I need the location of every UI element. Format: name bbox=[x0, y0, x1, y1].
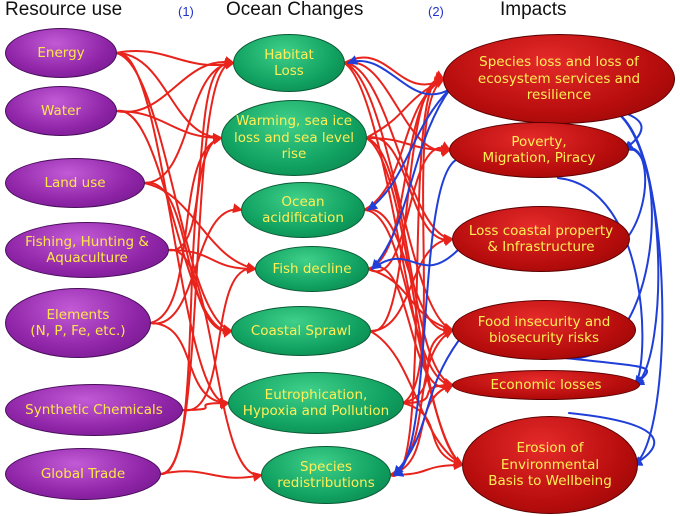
link-impact-to-ocean bbox=[371, 248, 460, 270]
link-ocean-to-impact bbox=[365, 137, 464, 466]
marker-1: (1) bbox=[178, 4, 194, 19]
node-poverty-migration-piracy: Poverty, Migration, Piracy bbox=[449, 122, 629, 178]
link-impact-to-ocean bbox=[367, 88, 451, 211]
link-impact-feedback bbox=[557, 177, 645, 386]
node-water: Water bbox=[5, 86, 117, 136]
link-ocean-to-impact bbox=[367, 141, 451, 273]
header-ocean-changes: Ocean Changes bbox=[226, 0, 364, 20]
node-species-redistributions: Species redistributions bbox=[261, 446, 391, 504]
link-ocean-to-impact bbox=[369, 234, 454, 332]
link-impact-to-ocean bbox=[371, 88, 451, 270]
link-resource-to-ocean bbox=[159, 56, 235, 476]
link-ocean-to-impact bbox=[369, 71, 445, 333]
link-resource-to-ocean bbox=[149, 203, 243, 325]
link-impact-feedback bbox=[603, 106, 664, 466]
link-ocean-to-impact bbox=[367, 268, 454, 333]
link-resource-to-ocean bbox=[115, 109, 233, 338]
marker-2: (2) bbox=[428, 4, 444, 19]
node-ocean-acidification: Ocean acidification bbox=[241, 182, 365, 238]
node-coastal-sprawl: Coastal Sprawl bbox=[231, 306, 371, 356]
link-resource-to-ocean bbox=[181, 262, 257, 412]
link-impact-to-ocean bbox=[347, 55, 451, 96]
node-species-loss-ecosystem-services: Species loss and loss of ecosystem servi… bbox=[443, 34, 675, 124]
node-land-use: Land use bbox=[5, 158, 145, 208]
node-loss-coastal-property: Loss coastal property & Infrastructure bbox=[452, 206, 630, 272]
link-resource-to-ocean bbox=[115, 51, 230, 410]
link-resource-to-ocean bbox=[115, 49, 235, 70]
link-resource-to-ocean bbox=[115, 52, 223, 143]
link-ocean-to-impact bbox=[369, 330, 464, 466]
link-resource-to-ocean bbox=[143, 181, 233, 338]
link-ocean-to-impact bbox=[402, 380, 454, 404]
link-resource-to-ocean bbox=[159, 470, 263, 482]
node-warming-sea-ice-sea-level: Warming, sea ice loss and sea level rise bbox=[221, 100, 367, 176]
node-eutrophication-hypoxia-pollution: Eutrophication, Hypoxia and Pollution bbox=[228, 372, 404, 434]
link-ocean-to-impact bbox=[365, 137, 451, 155]
link-impact-to-ocean bbox=[393, 339, 460, 476]
link-impact-feedback bbox=[564, 357, 649, 386]
node-erosion-environmental-basis: Erosion of Environmental Basis to Wellbe… bbox=[462, 416, 638, 514]
node-elements: Elements (N, P, Fe, etc.) bbox=[5, 288, 151, 358]
link-impact-feedback bbox=[568, 412, 656, 466]
link-resource-to-ocean bbox=[181, 398, 230, 411]
node-food-insecurity-biosecurity: Food insecurity and biosecurity risks bbox=[452, 300, 636, 360]
link-ocean-to-impact bbox=[363, 208, 454, 338]
header-resource-use: Resource use bbox=[5, 0, 123, 20]
node-economic-losses: Economic losses bbox=[452, 370, 640, 400]
node-fishing-hunting-aquaculture: Fishing, Hunting & Aquaculture bbox=[5, 222, 169, 278]
link-ocean-to-impact bbox=[343, 62, 454, 244]
link-ocean-to-impact bbox=[343, 62, 454, 333]
link-ocean-to-impact bbox=[402, 78, 445, 404]
header-impacts: Impacts bbox=[500, 0, 567, 20]
node-fish-decline: Fish decline bbox=[255, 246, 369, 292]
node-global-trade: Global Trade bbox=[5, 448, 161, 500]
link-ocean-to-impact bbox=[402, 402, 464, 468]
node-synthetic-chemicals: Synthetic Chemicals bbox=[5, 384, 183, 436]
node-energy: Energy bbox=[5, 28, 117, 78]
link-resource-to-ocean bbox=[115, 56, 235, 114]
node-habitat-loss: Habitat Loss bbox=[233, 34, 345, 92]
link-ocean-to-impact bbox=[343, 56, 445, 88]
